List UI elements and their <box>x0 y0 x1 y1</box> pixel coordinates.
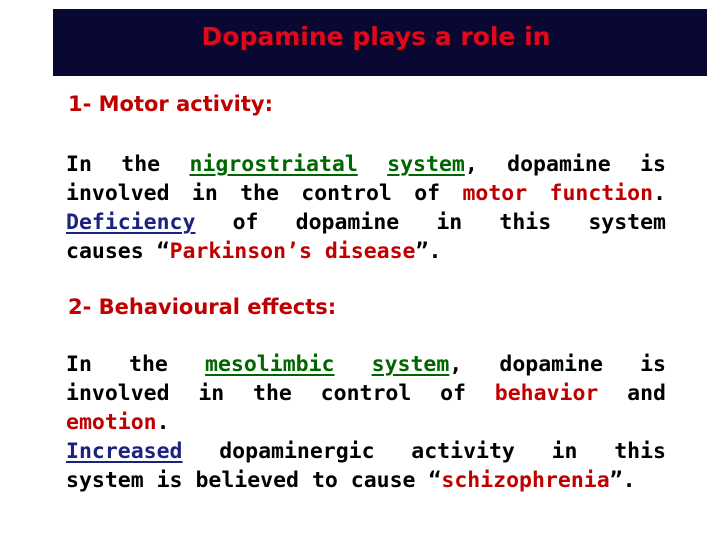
section-heading-behavioural: 2- Behavioural effects: <box>68 295 337 319</box>
paragraph-behavioural: In the mesolimbic system, dopamine is in… <box>66 350 666 495</box>
text-span: ”. <box>415 239 442 264</box>
text-span: of dopamine in this system <box>232 210 666 235</box>
term-increased: Increased <box>66 439 183 464</box>
term-system: system <box>371 352 450 377</box>
paragraph-line: involved in the control of motor functio… <box>66 179 666 208</box>
text-span: , dopamine is <box>449 352 666 377</box>
term-behavior: behavior <box>494 381 599 406</box>
term-emotion: emotion <box>66 410 157 435</box>
text-span: . <box>653 181 667 206</box>
section-heading-motor: 1- Motor activity: <box>68 92 273 116</box>
paragraph-line: involved in the control of behavior and <box>66 379 666 408</box>
text-span: involved in the control of <box>66 181 441 206</box>
paragraph-line: Increased dopaminergic activity in this <box>66 437 666 466</box>
slide-title: Dopamine plays a role in <box>201 22 551 51</box>
text-span: involved in the control of <box>66 381 466 406</box>
text-span: ”. <box>609 468 636 493</box>
text-span: system is believed to cause “ <box>66 468 442 493</box>
term-deficiency: Deficiency <box>66 210 196 235</box>
text-span: . <box>156 410 170 435</box>
term-schizophrenia: schizophrenia <box>441 468 610 493</box>
paragraph-line: In the nigrostriatal system, dopamine is <box>66 150 666 179</box>
text-span: dopaminergic activity in this <box>219 439 666 464</box>
paragraph-line: emotion. <box>66 408 666 437</box>
paragraph-line: system is believed to cause “schizophren… <box>66 466 666 495</box>
term-motor-function: motor function <box>462 181 654 206</box>
title-bar: Dopamine plays a role in <box>53 9 707 76</box>
term-mesolimbic: mesolimbic <box>205 352 335 377</box>
term-system: system <box>387 152 465 177</box>
text-span: , dopamine is <box>464 152 666 177</box>
text-span: and <box>627 381 667 406</box>
term-parkinsons-disease: Parkinson’s disease <box>169 239 416 264</box>
term-nigrostriatal: nigrostriatal <box>189 152 358 177</box>
paragraph-motor: In the nigrostriatal system, dopamine is… <box>66 150 666 266</box>
paragraph-line: Deficiency of dopamine in this system <box>66 208 666 237</box>
text-span: causes “ <box>66 239 170 264</box>
text-span: In the <box>66 352 168 377</box>
paragraph-line: causes “Parkinson’s disease”. <box>66 237 666 266</box>
text-span: In the <box>66 152 161 177</box>
paragraph-line: In the mesolimbic system, dopamine is <box>66 350 666 379</box>
